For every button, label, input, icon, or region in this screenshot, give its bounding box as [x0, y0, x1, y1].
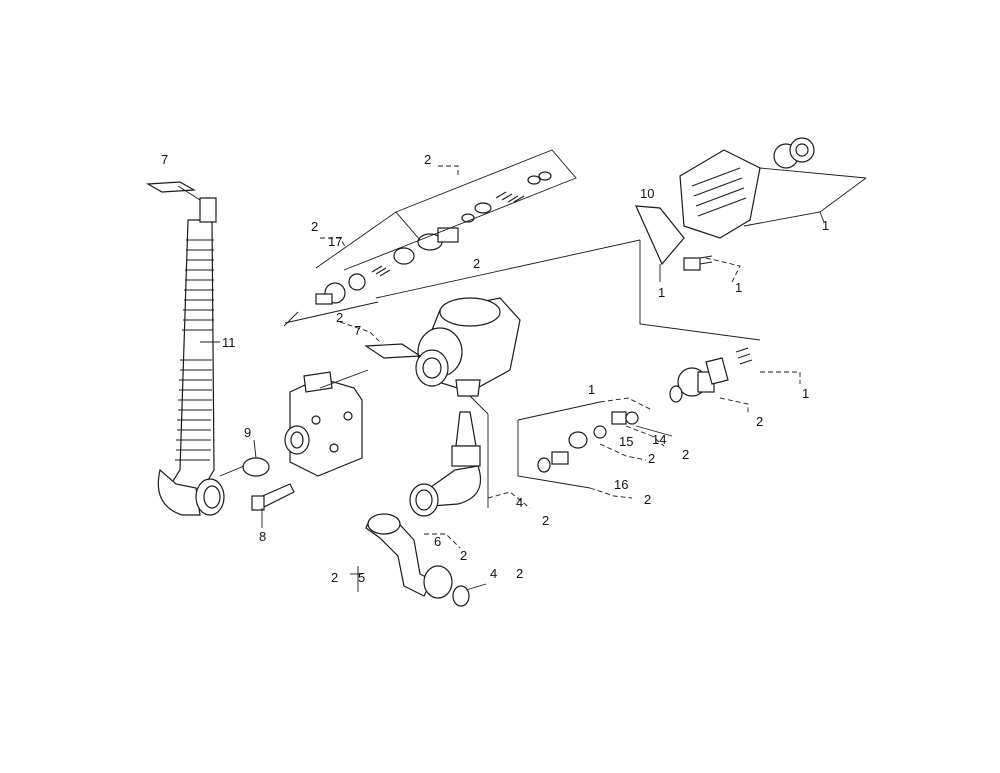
label-14: 14 [652, 432, 666, 447]
label-9: 9 [244, 425, 251, 440]
label-6: 6 [434, 534, 441, 549]
label-11: 11 [222, 335, 236, 350]
label-15: 15 [619, 434, 633, 449]
label-10: 10 [640, 186, 654, 201]
label-2-four-lower: 2 [516, 566, 523, 581]
valve-part-right-assembly [669, 347, 753, 403]
valve-stack-part-lower [315, 247, 415, 305]
label-2-four-upper: 2 [542, 513, 549, 528]
label-7-top: 7 [161, 152, 168, 167]
label-7-mid: 7 [354, 323, 361, 338]
label-2-sixteen: 2 [644, 492, 651, 507]
oring-part-9 [242, 457, 270, 477]
label-1-small: 1 [735, 280, 742, 295]
screw-part-8 [251, 483, 295, 511]
valve-chain-part [537, 411, 639, 473]
callout-labels: 7 11 9 8 2 2 17 2 7 2 10 1 1 1 1 2 1 14 … [161, 152, 829, 585]
label-4-upper: 4 [516, 495, 523, 510]
elbow-part-6 [409, 465, 482, 517]
label-2-seventeen: 2 [311, 219, 318, 234]
leader-lines [200, 149, 867, 592]
label-5: 5 [358, 570, 365, 585]
clip-part-7-mid [364, 343, 422, 359]
valve-stack-part-upper [417, 171, 552, 251]
label-1-seal: 1 [658, 285, 665, 300]
label-16: 16 [614, 477, 628, 492]
hose-part [157, 197, 225, 516]
label-17: 17 [328, 234, 342, 249]
seal-part-10 [635, 205, 685, 266]
valve-part-right-small [683, 255, 713, 271]
label-2-six: 2 [460, 548, 467, 563]
label-1-assembly: 1 [802, 386, 809, 401]
label-2-assembly: 2 [756, 414, 763, 429]
label-8: 8 [259, 529, 266, 544]
clip-part-7-top [145, 181, 201, 201]
label-1-pump: 1 [822, 218, 829, 233]
hose-part-5 [365, 513, 470, 607]
hose-ribs [175, 239, 214, 461]
label-2-valve: 2 [473, 256, 480, 271]
pump-head-part [284, 371, 363, 477]
label-4-lower: 4 [490, 566, 497, 581]
label-2-clip: 2 [336, 310, 343, 325]
pump-module-part [679, 137, 815, 239]
injector-part [451, 411, 481, 467]
label-2-top: 2 [424, 152, 431, 167]
label-2-fifteen: 2 [648, 451, 655, 466]
label-2-five: 2 [331, 570, 338, 585]
valve-block-part [415, 297, 521, 397]
label-1-chain: 1 [588, 382, 595, 397]
label-2-fourteen: 2 [682, 447, 689, 462]
